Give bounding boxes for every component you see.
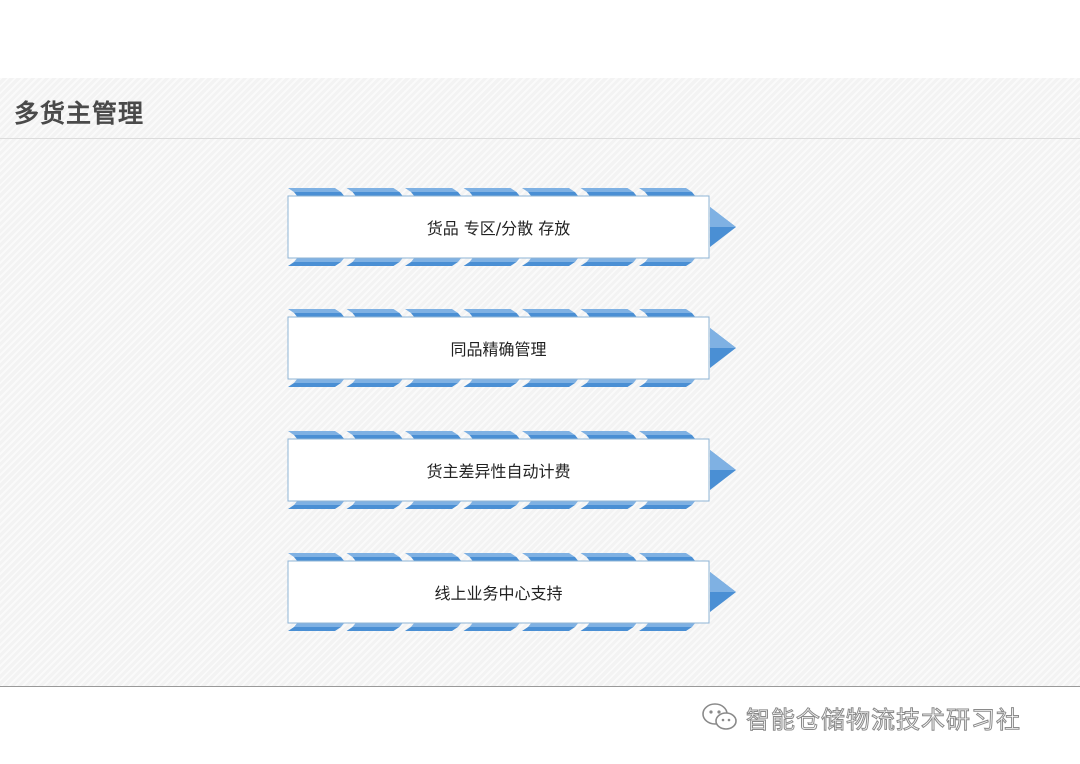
stripe-bottom-dark <box>580 262 634 266</box>
stripe-bottom-dark <box>288 262 341 266</box>
arrow-shape <box>287 188 736 266</box>
stripe-top-light <box>580 553 634 557</box>
stripe-top-light <box>405 553 458 557</box>
stripe-bottom-dark <box>639 627 692 631</box>
page-title: 多货主管理 <box>14 99 145 128</box>
watermark: 智能仓储物流技术研习社 <box>700 700 1021 734</box>
stripe-top-light <box>405 309 458 313</box>
stripe-top-light <box>639 553 692 557</box>
feature-label: 货品 专区/分散 存放 <box>426 219 571 238</box>
stripe-bottom-dark <box>639 262 692 266</box>
stripe-top-light <box>522 431 575 435</box>
arrow-shape <box>287 553 736 631</box>
stripe-top-light <box>288 431 341 435</box>
stripe-bottom-dark <box>288 505 341 509</box>
wechat-icon <box>702 703 737 730</box>
stripe-top-light <box>522 309 575 313</box>
stripe-bottom-dark <box>288 383 341 387</box>
stripe-bottom-dark <box>405 505 458 509</box>
feature-item-online: 线上业务中心支持 <box>286 553 738 633</box>
arrow-shape <box>287 309 736 387</box>
stripe-bottom-dark <box>346 627 400 631</box>
stripe-bottom-dark <box>346 505 400 509</box>
stripe-bottom-dark <box>463 262 517 266</box>
stripe-top-light <box>405 188 458 192</box>
stripe-top-light <box>522 188 575 192</box>
label-box <box>287 316 710 380</box>
stripe-bottom-dark <box>463 383 517 387</box>
label-box <box>287 195 710 259</box>
stripe-bottom-dark <box>405 262 458 266</box>
stripe-bottom-dark <box>639 383 692 387</box>
feature-label: 同品精确管理 <box>450 340 547 359</box>
watermark-text: 智能仓储物流技术研习社 <box>746 705 1021 734</box>
stripe-top-light <box>463 309 517 313</box>
stripe-bottom-dark <box>522 262 575 266</box>
stripe-bottom-dark <box>580 505 634 509</box>
stripe-top-light <box>346 553 400 557</box>
arrow-tip-highlight <box>710 450 736 470</box>
stripe-top-light <box>639 309 692 313</box>
arrow-tip-highlight <box>710 207 736 227</box>
stripe-top-light <box>463 553 517 557</box>
stripe-top-light <box>522 553 575 557</box>
arrow-tip-highlight <box>710 572 736 592</box>
title-bar: 多货主管理 <box>0 78 1080 139</box>
stripe-top-light <box>580 188 634 192</box>
stripe-bottom-dark <box>522 383 575 387</box>
stripe-bottom-dark <box>463 627 517 631</box>
feature-label: 线上业务中心支持 <box>434 584 563 603</box>
stripe-top-light <box>580 309 634 313</box>
stripe-bottom-dark <box>288 627 341 631</box>
arrow-tip-highlight <box>710 328 736 348</box>
stripe-bottom-dark <box>580 383 634 387</box>
label-box <box>287 438 710 502</box>
stripe-top-light <box>346 431 400 435</box>
feature-label: 货主差异性自动计费 <box>426 462 571 481</box>
stripe-top-light <box>346 309 400 313</box>
stripe-top-light <box>346 188 400 192</box>
stripe-top-light <box>288 309 341 313</box>
stripe-top-light <box>463 431 517 435</box>
stripe-top-light <box>639 431 692 435</box>
stripe-bottom-dark <box>463 505 517 509</box>
stripe-bottom-dark <box>522 627 575 631</box>
stripe-bottom-dark <box>639 505 692 509</box>
stripe-top-light <box>288 553 341 557</box>
stripe-bottom-dark <box>346 262 400 266</box>
feature-item-billing: 货主差异性自动计费 <box>286 431 738 511</box>
stripe-top-light <box>580 431 634 435</box>
slide: 多货主管理 货品 专区/分散 存放 同品精确管理 货主差异性自动计费 线上业务中… <box>0 78 1080 687</box>
stripe-top-light <box>405 431 458 435</box>
feature-item-storage: 货品 专区/分散 存放 <box>286 188 738 268</box>
arrow-shape <box>287 431 736 509</box>
stripe-bottom-dark <box>580 627 634 631</box>
stripe-bottom-dark <box>522 505 575 509</box>
stripe-bottom-dark <box>405 627 458 631</box>
feature-item-precise: 同品精确管理 <box>286 309 738 389</box>
stripe-bottom-dark <box>346 383 400 387</box>
stripe-bottom-dark <box>405 383 458 387</box>
stripe-top-light <box>463 188 517 192</box>
stripe-top-light <box>288 188 341 192</box>
stripe-top-light <box>639 188 692 192</box>
label-box <box>287 560 710 624</box>
